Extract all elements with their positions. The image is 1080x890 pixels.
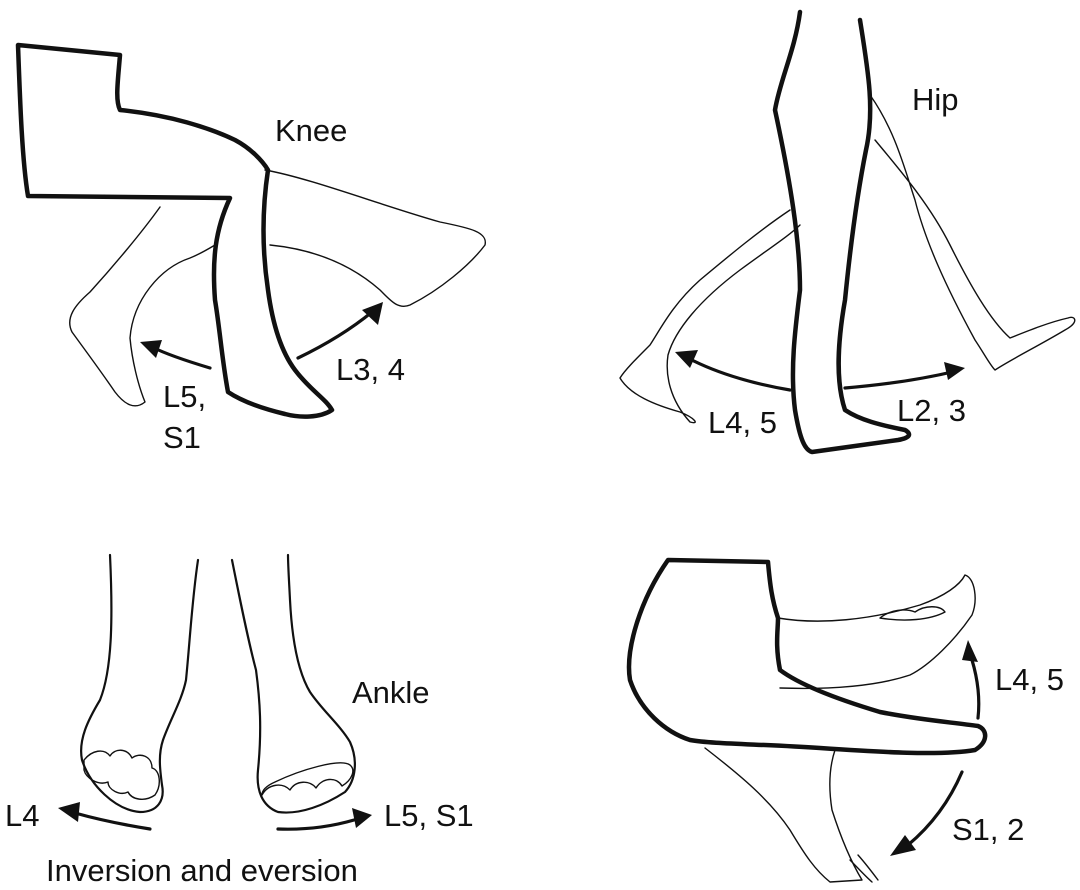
hip-flexion-arrow xyxy=(845,372,952,388)
ankle-right-toes xyxy=(262,763,353,795)
hip-extension-arrowhead xyxy=(675,350,698,368)
ankle-eversion-arrowhead xyxy=(352,808,372,828)
knee-title: Knee xyxy=(275,113,347,148)
ankle-panel: Ankle L4 L5, S1 Inversion and eversion xyxy=(5,555,474,888)
ankle-inversion-arrow xyxy=(75,813,150,829)
knee-thick-leg xyxy=(18,45,332,417)
knee-flexion-arrowhead xyxy=(140,340,162,358)
knee-ghost-leg-flexed xyxy=(70,207,215,406)
foot-dorsiflexion-label: L4, 5 xyxy=(995,662,1064,697)
hip-ghost-leg-forward xyxy=(870,95,1075,370)
foot-dorsiflexion-arrowhead xyxy=(962,640,978,662)
foot-plantarflexion-label: S1, 2 xyxy=(952,812,1024,847)
ankle-inversion-arrowhead xyxy=(58,802,80,822)
foot-ghost-dorsiflexed xyxy=(778,575,975,688)
ankle-eversion-label: L5, S1 xyxy=(384,798,474,833)
hip-ghost-leg-back xyxy=(620,210,800,423)
knee-flexion-label-line1: L5, xyxy=(163,379,206,414)
ankle-inversion-label: L4 xyxy=(5,798,39,833)
hip-title: Hip xyxy=(912,82,959,117)
knee-flexion-label-line2: S1 xyxy=(163,420,201,455)
foot-thick-outline xyxy=(629,560,985,753)
foot-ghost-plantarflexed xyxy=(705,748,862,882)
hip-panel: Hip L4, 5 L2, 3 xyxy=(620,12,1075,452)
ankle-title: Ankle xyxy=(352,675,430,710)
hip-flexion-label: L2, 3 xyxy=(897,393,966,428)
ankle-left-toes xyxy=(84,750,159,799)
ankle-left-foot xyxy=(81,555,198,812)
ankle-caption: Inversion and eversion xyxy=(46,853,358,888)
knee-panel: Knee L5, S1 L3, 4 xyxy=(18,45,485,455)
foot-ghost-toes-lower xyxy=(850,855,878,882)
knee-ghost-leg-extended xyxy=(265,170,485,306)
foot-dorsiflexion-arrow xyxy=(972,660,979,718)
hip-extension-arrow xyxy=(688,358,790,390)
knee-flexion-arrow xyxy=(152,347,210,368)
foot-plantarflexion-arrowhead xyxy=(890,835,916,856)
foot-panel: L4, 5 S1, 2 xyxy=(629,560,1064,882)
ankle-eversion-arrow xyxy=(278,820,354,829)
hip-flexion-arrowhead xyxy=(944,362,965,380)
knee-extension-label: L3, 4 xyxy=(336,352,405,387)
knee-extension-arrowhead xyxy=(362,302,383,325)
hip-extension-label: L4, 5 xyxy=(708,405,777,440)
hip-thick-leg xyxy=(775,12,909,452)
